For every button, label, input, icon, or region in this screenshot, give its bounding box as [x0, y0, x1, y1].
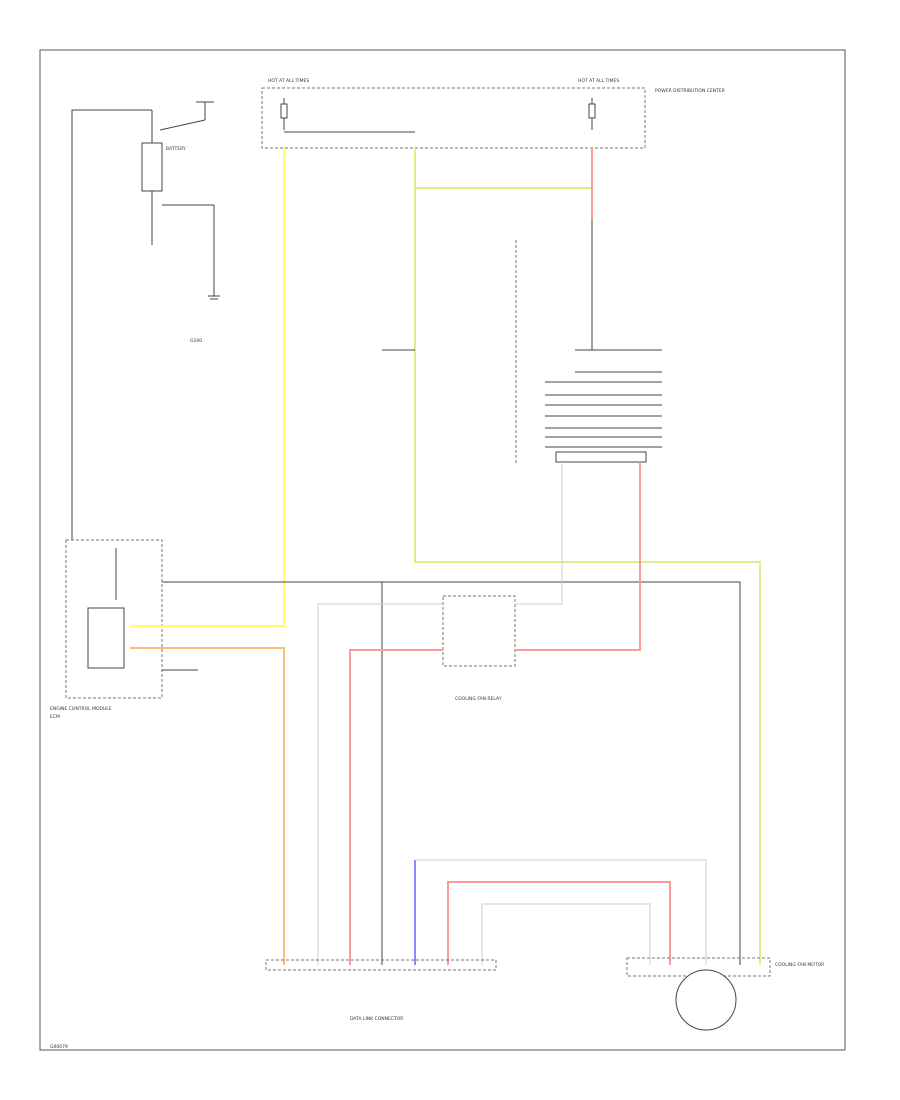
fuse-box-right-label: HOT AT ALL TIMES [578, 78, 619, 84]
wire-pink-relay [516, 462, 641, 651]
diagram-frame [39, 49, 846, 1051]
fuse-box-left-label: HOT AT ALL TIMES [268, 78, 309, 84]
ecm-sub: ECM [50, 714, 60, 720]
battery-label: BATTERY [166, 146, 186, 152]
fuse-box [261, 87, 646, 149]
wire-pink-lower [447, 881, 671, 965]
fuse-right-icon [588, 98, 596, 130]
wire-white-top [415, 859, 707, 965]
battery-icon [141, 101, 215, 296]
cooling-fan-relay [442, 595, 516, 667]
conn-bottom-label: DATA LINK CONNECTOR [350, 1016, 403, 1022]
ground-symbol-icon [208, 295, 220, 300]
page-ref: G00079 [50, 1044, 68, 1050]
fan-motor-icon [675, 969, 737, 1031]
wire-white-lower [481, 903, 651, 965]
ground-label: G100 [190, 338, 202, 344]
wire-yellow-green [414, 148, 761, 965]
wire-pink-bottom [349, 649, 443, 965]
ecm-inner-box [87, 607, 125, 669]
pdc-label: POWER DISTRIBUTION CENTER [655, 88, 725, 94]
wire-black-left [71, 109, 152, 540]
wire-white-left [317, 603, 443, 965]
cooling-relay-label: COOLING FAN RELAY [455, 696, 502, 702]
ecm-box [65, 539, 163, 699]
ecm-title: ENGINE CONTROL MODULE [50, 706, 112, 712]
right-connector-stack [545, 349, 662, 463]
fuse-left-icon [280, 98, 288, 130]
wire-black-ecm [162, 581, 741, 965]
wire-white-relay [516, 462, 563, 605]
bottom-connector [265, 959, 497, 971]
motor-label: COOLING FAN MOTOR [775, 962, 824, 968]
wire-yellow [130, 148, 285, 627]
wire-orange [130, 647, 285, 965]
